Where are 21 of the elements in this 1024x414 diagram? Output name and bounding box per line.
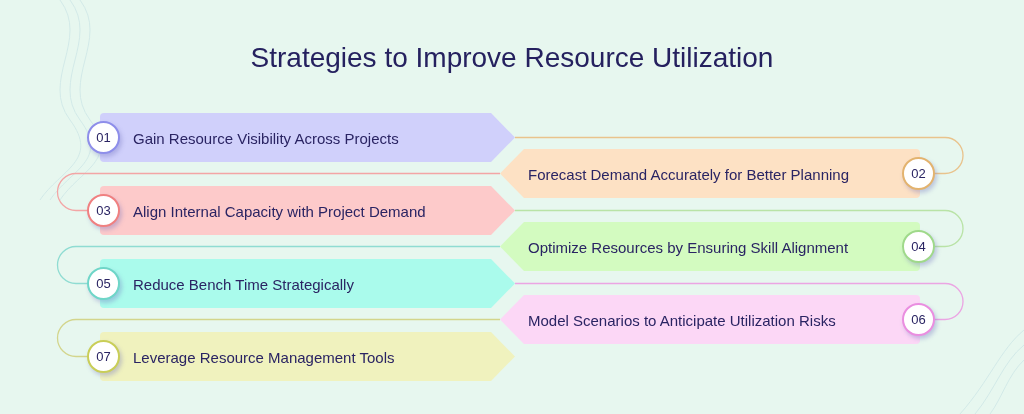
diagram-title: Strategies to Improve Resource Utilization [250,42,774,74]
connector-line [56,172,501,212]
arrow-banner [87,259,515,308]
arrow-banner [87,186,515,235]
arrow-banner [500,295,935,344]
step-label: Align Internal Capacity with Project Demand [133,202,426,219]
step-label: Leverage Resource Management Tools [133,348,395,365]
connector-line [514,136,964,175]
arrow-banner [87,113,515,162]
connector-line [514,209,964,248]
step-label: Reduce Bench Time Strategically [133,275,354,292]
arrow-banner [500,222,935,271]
arrow-banner [87,332,515,381]
step-label: Model Scenarios to Anticipate Utilization Risks [528,311,836,328]
step-label: Optimize Resources by Ensuring Skill Alignment [528,238,849,255]
connector-line [56,245,501,285]
arrow-banner [500,149,935,198]
connector-line [514,282,964,321]
step-label: Forecast Demand Accurately for Better Planning [528,165,849,182]
connector-line [56,318,501,358]
step-label: Gain Resource Visibility Across Projects [133,129,399,146]
